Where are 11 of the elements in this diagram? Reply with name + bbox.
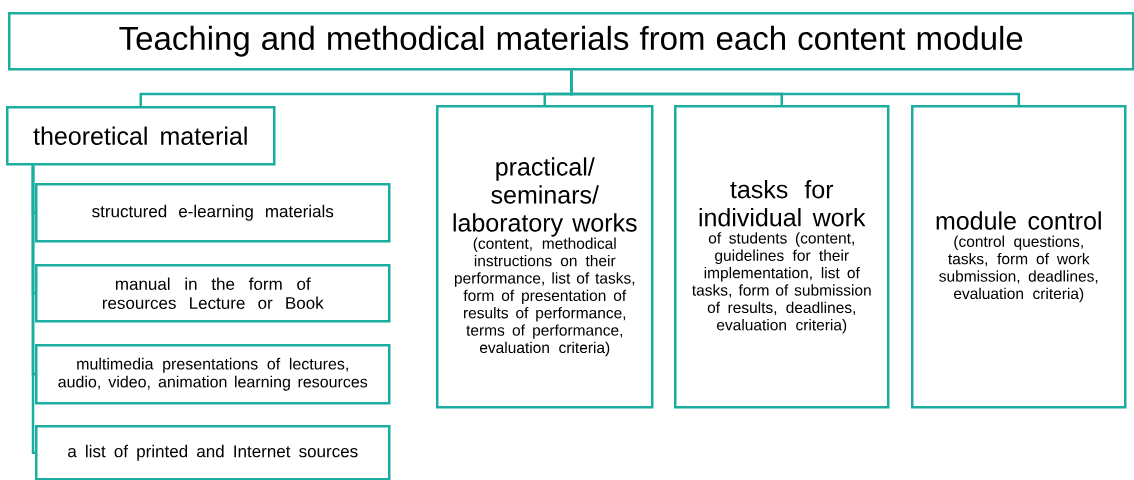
item-box: structured e-learning materials — [35, 183, 391, 243]
category-box: module control (control questions, tasks, form of work submission, deadlines, evaluation criteria) — [911, 105, 1127, 409]
item-box: multimedia presentations of lectures, audio, video, animation learning resources — [35, 344, 391, 405]
connector-line — [31, 165, 36, 454]
item-box: a list of printed and Internet sources — [35, 425, 391, 480]
category-box: tasks for individual work of students (content, guidelines for their implementation, list of tasks, form of submission of results, deadlines, evaluation criteria) — [674, 105, 890, 409]
category-box: theoretical material — [6, 106, 276, 166]
connector-line — [570, 70, 1020, 105]
category-box: practical/seminars/laboratory works (content, methodical instructions on their performance, list of tasks, form of presentation of results of performance, terms of performance, evaluation criteria) — [436, 105, 654, 409]
item-box: manual in the form of resources Lecture or Book — [35, 264, 391, 323]
title-box: Teaching and methodical materials from each content module — [8, 12, 1134, 71]
